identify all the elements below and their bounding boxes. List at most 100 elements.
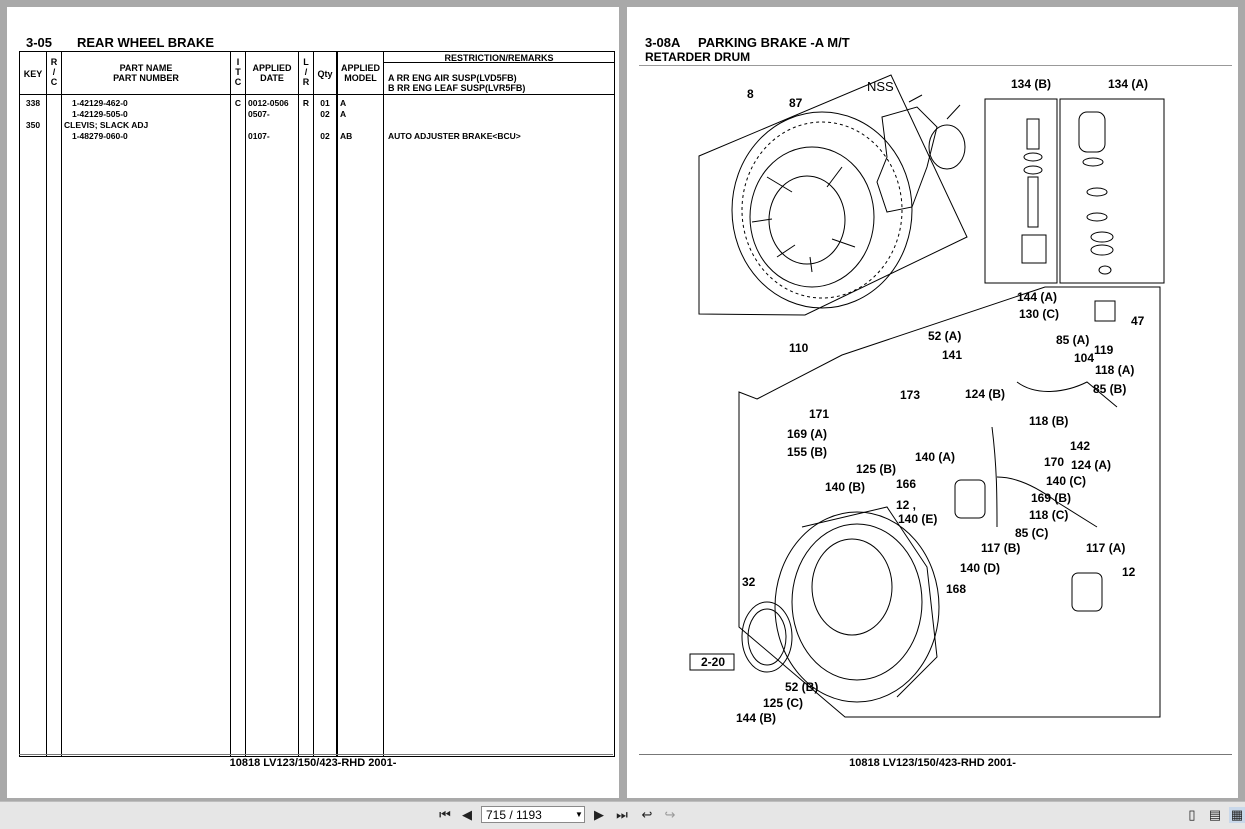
callout-label: 124 (A): [1071, 458, 1111, 472]
callout-label: 140 (E): [898, 512, 937, 526]
inset-frame-b: [984, 98, 1058, 284]
cell-date: 0107-: [248, 131, 270, 141]
callout-label: 169 (A): [787, 427, 827, 441]
right-page: 3-08A PARKING BRAKE -A M/T RETARDER DRUM: [627, 7, 1238, 798]
callout-label: 140 (A): [915, 450, 955, 464]
callout-label: 124 (B): [965, 387, 1005, 401]
actuator-117b: [954, 479, 986, 519]
callout-label: 144 (A): [1017, 290, 1057, 304]
callout-label: 85 (B): [1093, 382, 1126, 396]
callout-label: 104: [1074, 351, 1094, 365]
callout-label: 110: [789, 341, 809, 355]
inset-frame-a: [1059, 98, 1165, 284]
callout-label: 85 (C): [1015, 526, 1048, 540]
next-page-button[interactable]: ▶: [594, 807, 604, 822]
page-number-field[interactable]: [481, 806, 585, 823]
callout-label: 47: [1131, 314, 1145, 328]
callout-label: 125 (C): [763, 696, 803, 710]
single-page-view-icon[interactable]: ▯: [1188, 807, 1196, 822]
callout-label: 169 (B): [1031, 491, 1071, 505]
cell-qty: 02: [320, 131, 330, 141]
callout-label: 134 (A): [1108, 77, 1148, 91]
retarder-housing: [774, 506, 940, 703]
cell-date: 0012-0506: [248, 98, 289, 108]
callout-label: 170: [1044, 455, 1064, 469]
go-forward-icon[interactable]: ↪: [664, 807, 676, 822]
section-number: 3-05: [26, 35, 53, 50]
callout-label: 118 (A): [1095, 363, 1134, 377]
cell-remark: AUTO ADJUSTER BRAKE<BCU>: [388, 131, 521, 141]
chevron-down-icon[interactable]: ▼: [575, 810, 583, 819]
pipe-118c: [991, 426, 998, 528]
pipe-118b: [996, 476, 1098, 528]
callout-label: 85 (A): [1056, 333, 1089, 347]
reference-label: 2-20: [701, 655, 725, 669]
retarder-drum-gear: [731, 111, 913, 309]
cell-itc: C: [234, 98, 242, 108]
go-back-icon[interactable]: ↩: [641, 807, 653, 822]
gasket-32: [741, 601, 793, 673]
valve-stack-b: [1021, 118, 1047, 264]
header-remark-lines: A RR ENG AIR SUSP(LVD5FB)B RR ENG LEAF S…: [388, 73, 526, 93]
cell-name: 1-48279-060-0: [72, 131, 128, 141]
callout-label: 130 (C): [1019, 307, 1059, 321]
cell-name: 1-42129-505-0: [72, 109, 128, 119]
callout-label: 117 (A): [1086, 541, 1125, 555]
cell-date: 0507-: [248, 109, 270, 119]
cell-qty: 01: [320, 98, 330, 108]
cell-model: A: [340, 98, 347, 108]
callout-label: 119: [1094, 343, 1114, 357]
callout-label: 144 (B): [736, 711, 776, 725]
callout-label: 166: [896, 477, 916, 491]
section-title: PARKING BRAKE -A M/T: [698, 35, 850, 50]
cell-lr: R: [302, 98, 310, 108]
callout-label: 168: [946, 582, 966, 596]
viewer-toolbar: ⏮ ◀ ▼ ▶ ⏭ ↩ ↪ ▯ ▤ ▦: [0, 801, 1245, 829]
callout-label: 118 (C): [1029, 508, 1068, 522]
footer: 10818 LV123/150/423-RHD 2001-: [849, 757, 1016, 769]
pipe-118a: [1016, 381, 1118, 408]
cell-model: A: [340, 109, 347, 119]
header-lr: L/R: [302, 57, 310, 87]
callout-label: 171: [809, 407, 829, 421]
callout-label: 140 (B): [825, 480, 865, 494]
header-qty: Qty: [317, 69, 333, 79]
continuous-view-icon[interactable]: ▤: [1208, 807, 1222, 822]
callout-label: 134 (B): [1011, 77, 1051, 91]
header-remarks: RESTRICTION/REMARKS: [444, 53, 554, 63]
cell-model: AB: [340, 131, 353, 141]
header-rc: R/C: [50, 57, 58, 87]
reference-box: [689, 653, 735, 671]
callout-label: 52 (B): [785, 680, 818, 694]
callout-label: 140 (C): [1046, 474, 1086, 488]
callout-label: 173: [900, 388, 920, 402]
callout-label: 117 (B): [981, 541, 1020, 555]
header-key: KEY: [23, 69, 43, 79]
callout-label: 87: [789, 96, 803, 110]
callout-label: 125 (B): [856, 462, 896, 476]
cell-name: 1-42129-462-0: [72, 98, 128, 108]
footer: 10818 LV123/150/423-RHD 2001-: [229, 757, 397, 769]
callout-label: 12 ,: [896, 498, 916, 512]
valve-stack-a: [1078, 111, 1114, 275]
drum-frame: [698, 74, 968, 316]
cell-key: 350: [25, 120, 41, 130]
callout-label: 142: [1070, 439, 1090, 453]
valve-119: [1094, 300, 1116, 322]
callout-label: 12: [1122, 565, 1136, 579]
last-page-button[interactable]: ⏭: [616, 807, 628, 822]
cell-qty: 02: [320, 109, 330, 119]
two-page-view-icon[interactable]: ▦: [1229, 807, 1245, 823]
previous-page-button[interactable]: ◀: [462, 807, 472, 822]
section-number: 3-08A: [645, 35, 681, 50]
first-page-button[interactable]: ⏮: [439, 807, 451, 822]
callout-label: 140 (D): [960, 561, 1000, 575]
bracket-87: [876, 94, 966, 213]
callout-label: 8: [747, 87, 754, 101]
section-title: REAR WHEEL BRAKE: [77, 35, 214, 50]
cell-key: 338: [25, 98, 41, 108]
